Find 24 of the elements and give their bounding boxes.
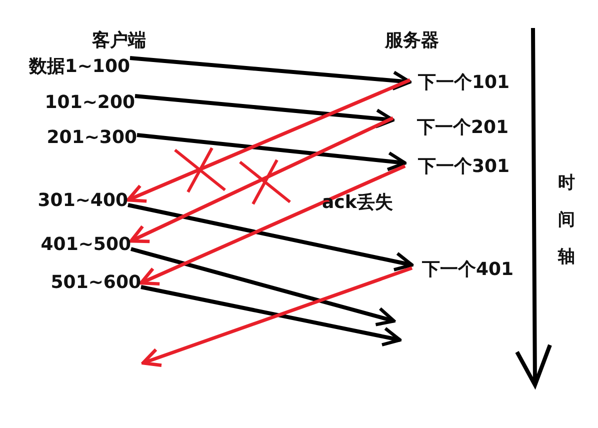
text-label: 501~600 [35,270,141,294]
text-label: 201~300 [30,125,137,151]
column-heading: 服务器 [385,29,439,52]
arrow [140,285,402,346]
text-label: 下一个401 [412,257,527,283]
arrow [130,56,412,91]
note-label: ack丢失 [322,191,393,214]
text-label: 数据1~100 [10,54,130,80]
text-label: 101~200 [30,90,135,116]
arrow [139,164,406,286]
text-label: 401~500 [25,232,131,256]
column-heading: 客户端 [92,29,146,52]
text-label: 301~400 [18,188,128,212]
arrow [128,203,414,272]
arrow [126,78,411,203]
text-label: 下一个301 [405,154,525,180]
axis-label: 时间轴 [558,172,576,269]
arrow [134,94,395,128]
text-label: 下一个101 [410,70,525,96]
arrow [130,247,396,326]
arrow [141,266,413,367]
arrow [136,133,407,172]
arrow [129,116,394,244]
text-label: 下一个201 [393,115,523,141]
